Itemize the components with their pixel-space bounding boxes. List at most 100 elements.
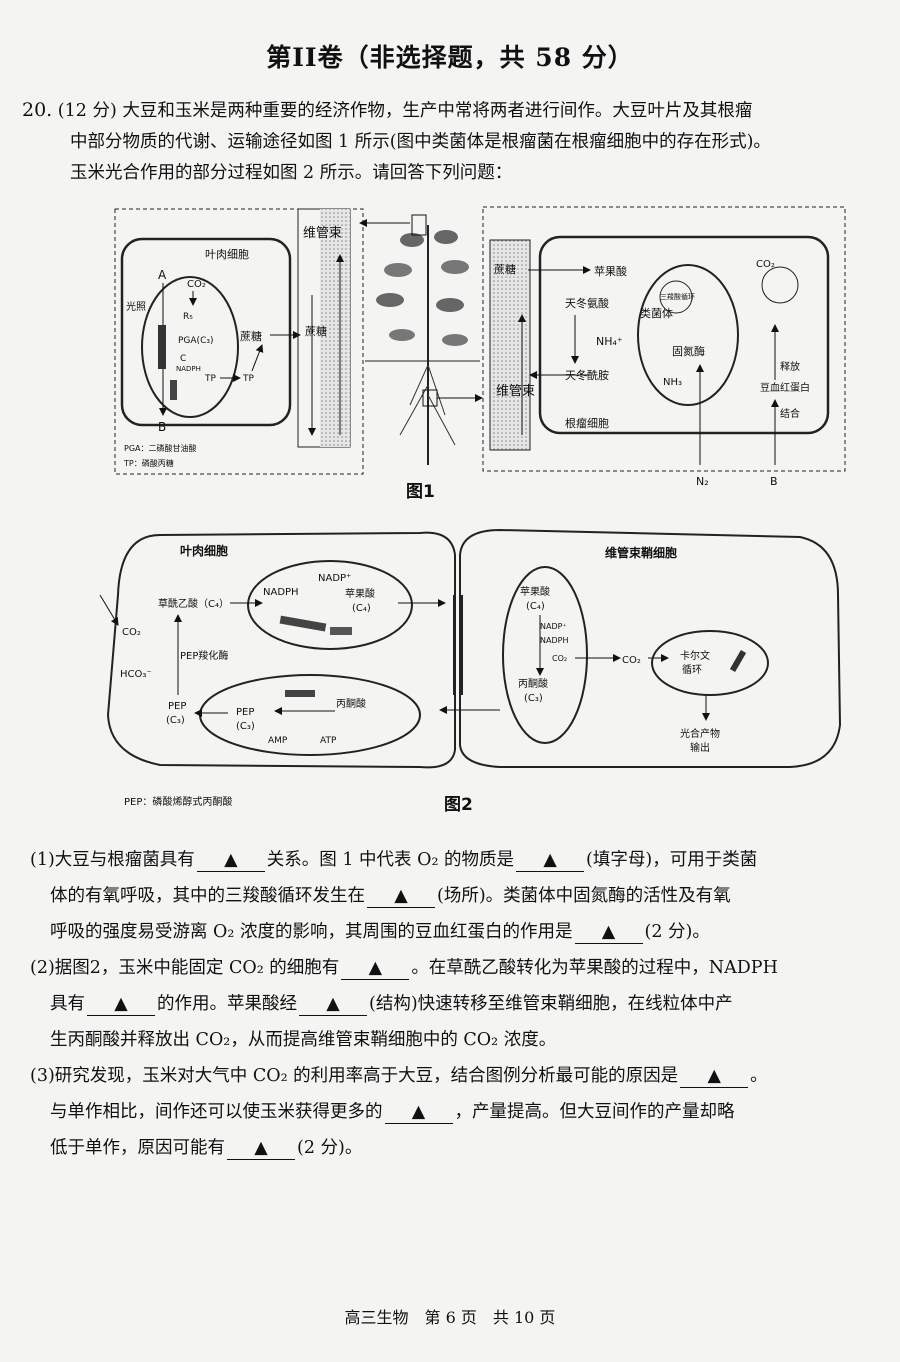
q2-text-3: 具有	[50, 994, 85, 1014]
intro-line-2: 中部分物质的代谢、运输途径如图 1 所示(图中类菌体是根瘤菌在根瘤细胞中的存在形…	[70, 132, 771, 152]
fig1-nitrogenase: 固氮酶	[672, 344, 705, 358]
answer-blank[interactable]: ▲	[87, 993, 155, 1016]
fig2-c3-sheath: (C₃)	[524, 693, 543, 704]
fig2-bundle-chloroplast	[502, 566, 588, 744]
fig1-co2-right: CO₂	[756, 259, 775, 270]
intro-line-3: 玉米光合作用的部分过程如图 2 所示。请回答下列问题：	[70, 163, 513, 183]
answer-blank[interactable]: ▲	[516, 849, 585, 872]
fig2-nadp-sheath: NADP⁺	[540, 622, 567, 631]
fig1-co2: CO₂	[187, 279, 206, 290]
q3-text-3: 与单作相比，间作还可以使玉米获得更多的	[50, 1102, 383, 1122]
q3-text-4: ，产量提高。但大豆间作的产量却略	[454, 1102, 735, 1122]
fig2-c4-meso: (C₄)	[352, 603, 371, 614]
figure-1: 叶肉细胞 A B 光照 CO₂ R₅ PGA(C₃) C NADPH TP TP…	[114, 206, 846, 488]
fig1-c: C	[180, 354, 186, 364]
fig2-atp: ATP	[320, 736, 337, 746]
fig2-calvin-chloroplast	[651, 630, 769, 696]
fig1-sucrose-vascular: 蔗糖	[305, 324, 327, 338]
fig1-left-dashed-frame	[114, 208, 364, 475]
subquestion-1: (1)大豆与根瘤菌具有▲关系。图 1 中代表 O₂ 的物质是▲(填字母)，可用于…	[30, 842, 860, 950]
answer-blank[interactable]: ▲	[299, 993, 367, 1016]
fig1-sucrose-right: 蔗糖	[494, 262, 516, 276]
fig1-vascular-bundle-right	[489, 239, 531, 451]
fig2-nadph: NADPH	[263, 587, 299, 598]
answer-blank[interactable]: ▲	[384, 1101, 453, 1124]
answer-blank[interactable]: ▲	[227, 1137, 295, 1160]
fig1-A: A	[158, 268, 167, 282]
fig1-root-cell-label: 根瘤细胞	[565, 416, 609, 430]
q3-text-2: 。	[750, 1066, 768, 1086]
fig1-B: B	[158, 420, 166, 434]
fig2-malate-sheath: 苹果酸	[520, 585, 550, 598]
page-footer: 高三生物 第 6 页 共 10 页	[344, 1308, 556, 1327]
q2-text-4: 的作用。苹果酸经	[157, 994, 297, 1014]
fig1-aspartate: 天冬氨酸	[565, 296, 609, 310]
fig1-bind: 结合	[780, 407, 800, 420]
fig1-nadph: NADPH	[176, 365, 201, 373]
intro-line-1: 大豆和玉米是两种重要的经济作物，生产中常将两者进行间作。大豆叶片及其根瘤	[122, 101, 753, 121]
fig2-legend: PEP：磷酸烯醇式丙酮酸	[124, 795, 232, 808]
q3-text-5: 低于单作，原因可能有	[50, 1138, 225, 1158]
fig1-bacteroid	[637, 264, 739, 406]
fig1-nh4: NH₄⁺	[596, 335, 623, 348]
fig2-bundle-sheath-cell	[459, 528, 842, 768]
fig2-bundle-label: 维管束鞘细胞	[605, 545, 677, 560]
fig1-mesophyll-label: 叶肉细胞	[205, 248, 249, 261]
answer-blank[interactable]: ▲	[341, 957, 410, 980]
figure-2: 叶肉细胞 维管束鞘细胞 NADPH NADP⁺ 苹果酸 (C₄) 草酰乙酸（C₄…	[99, 528, 842, 808]
fig2-pep-left: PEP	[168, 701, 186, 712]
fig1-pga: PGA(C₃)	[178, 336, 213, 346]
fig1-release: 释放	[780, 360, 800, 373]
fig2-co2-meso: CO₂	[122, 627, 141, 638]
fig1-thylakoid-2	[170, 380, 177, 400]
q1-text-1: (1)大豆与根瘤菌具有	[30, 850, 195, 870]
fig2-oaa: 草酰乙酸（C₄）	[158, 597, 229, 610]
fig2-malate-meso: 苹果酸	[345, 587, 375, 600]
q2-text-1: (2)据图2，玉米中能固定 CO₂ 的细胞有	[30, 958, 340, 978]
answer-blank[interactable]: ▲	[367, 885, 435, 908]
fig1-chloroplast	[141, 276, 239, 418]
fig1-vascular-label-right: 维管束	[496, 384, 535, 399]
fig2-nadph-sheath: NADPH	[540, 636, 568, 645]
fig1-n2: N₂	[696, 475, 709, 488]
question-intro: 20. (12 分) 大豆和玉米是两种重要的经济作物，生产中常将两者进行间作。大…	[22, 95, 872, 189]
fig2-c3-left: (C₃)	[166, 715, 185, 726]
answer-blank[interactable]: ▲	[680, 1065, 749, 1088]
fig1-mesophyll-cell	[120, 237, 292, 427]
fig2-products-1: 光合产物	[680, 727, 720, 740]
fig1-leghemoglobin: 豆血红蛋白	[760, 381, 810, 394]
fig1-tp-outer: TP	[242, 374, 254, 384]
q2-text-6: 生丙酮酸并释放出 CO₂，从而提高维管束鞘细胞中的 CO₂ 浓度。	[50, 1030, 557, 1050]
fig2-mesophyll-chloroplast-1	[247, 560, 413, 650]
fig1-bacteroid-label: 类菌体	[640, 306, 673, 320]
fig1-legend-pga: PGA：二磷酸甘油酸	[124, 443, 197, 453]
section-title: 第II卷（非选择题，共 58 分）	[266, 43, 634, 72]
fig1-root-cell	[538, 235, 830, 435]
fig1-vascular-label-left: 维管束	[303, 226, 342, 241]
fig2-pep-inner: PEP	[236, 707, 254, 718]
q1-text-4: 体的有氧呼吸，其中的三羧酸循环发生在	[50, 886, 365, 906]
q1-text-2: 关系。图 1 中代表 O₂ 的物质是	[266, 850, 515, 870]
q3-text-1: (3)研究发现，玉米对大气中 CO₂ 的利用率高于大豆，结合图例分析最可能的原因…	[30, 1066, 679, 1086]
fig1-r5: R₅	[183, 312, 193, 322]
fig2-hco3: HCO₃⁻	[120, 669, 152, 680]
fig2-co2-inner: CO₂	[552, 654, 567, 663]
subquestion-2: (2)据图2，玉米中能固定 CO₂ 的细胞有▲。在草酰乙酸转化为苹果酸的过程中，…	[30, 950, 860, 1058]
fig2-c3-inner: (C₃)	[236, 721, 255, 732]
q1-text-6: 呼吸的强度易受游离 O₂ 浓度的影响，其周围的豆血红蛋白的作用是	[50, 922, 573, 942]
fig1-legend-tp: TP：磷酸丙糖	[123, 458, 174, 468]
fig2-mesophyll-label: 叶肉细胞	[180, 543, 228, 558]
q1-text-3: (填字母)，可用于类菌	[586, 850, 758, 870]
answer-blank[interactable]: ▲	[574, 921, 643, 944]
q1-text-7: (2 分)。	[644, 922, 710, 942]
fig1-malate: 苹果酸	[594, 264, 627, 278]
fig2-amp: AMP	[268, 736, 288, 746]
q3-text-6: (2 分)。	[297, 1138, 363, 1158]
fig1-nh3: NH₃	[663, 377, 682, 388]
fig2-pyruvate-sheath: 丙酮酸	[518, 677, 548, 690]
fig2-pyruvate-meso: 丙酮酸	[336, 697, 366, 710]
fig1-right-dashed-frame	[482, 206, 846, 472]
q2-text-5: (结构)快速转移至维管束鞘细胞，在线粒体中产	[369, 994, 733, 1014]
subquestion-3: (3)研究发现，玉米对大气中 CO₂ 的利用率高于大豆，结合图例分析最可能的原因…	[30, 1058, 860, 1166]
answer-blank[interactable]: ▲	[196, 849, 265, 872]
